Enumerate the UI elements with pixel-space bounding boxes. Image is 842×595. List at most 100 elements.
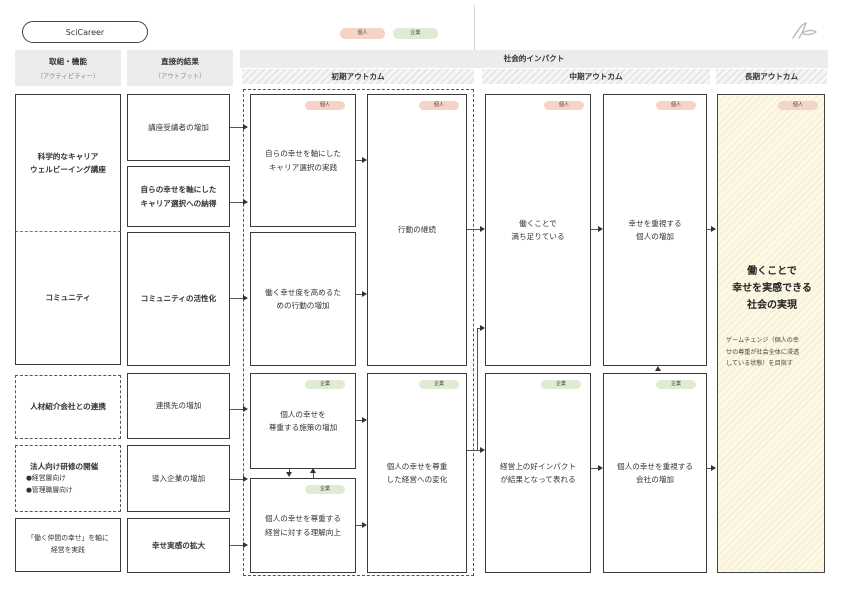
initial-management-change-tag: 企業 xyxy=(419,380,459,389)
initial-outcome-header: 初期アウトカム xyxy=(242,69,474,84)
arrowhead xyxy=(243,124,248,130)
connector-line xyxy=(467,450,480,451)
mid-happiness-companies: 企業 個人の幸せを重視する 会社の増加 xyxy=(603,373,707,573)
output-career-conviction: 自らの幸せを軸にした キャリア選択への納得 xyxy=(127,166,230,227)
arrowhead xyxy=(243,406,248,412)
initial-outcome-title: 初期アウトカム xyxy=(331,72,385,81)
connector-line xyxy=(591,468,598,469)
connector-line xyxy=(356,525,362,526)
activity-career-course: 科学的なキャリア ウェルビーイング講座 xyxy=(15,94,121,231)
initial-respect-measures-tag: 企業 xyxy=(305,380,345,389)
connector-line xyxy=(356,160,362,161)
activity-career-course-label: 科学的なキャリア ウェルビーイング講座 xyxy=(30,151,106,174)
initial-action-continuation-tag: 個人 xyxy=(419,101,459,110)
arrowhead xyxy=(598,226,603,232)
output-partner-increase-label: 連携先の増加 xyxy=(155,401,202,411)
mid-happiness-companies-tag: 企業 xyxy=(656,380,696,389)
initial-management-understanding-tag: 企業 xyxy=(305,485,345,494)
connector-line xyxy=(230,298,243,299)
mid-happiness-individuals-tag: 個人 xyxy=(656,101,696,110)
social-impact-title: 社会的インパクト xyxy=(503,54,565,63)
output-header: 直接的結果 （アウトプット） xyxy=(127,50,233,86)
initial-career-practice: 個人 自らの幸せを軸にした キャリア選択の実践 xyxy=(250,94,356,227)
activity-agency-partnership: 人材紹介会社との連携 xyxy=(15,375,121,439)
activity-community-label: コミュニティ xyxy=(45,293,91,303)
initial-outcome-group xyxy=(243,89,474,576)
arrowhead xyxy=(362,157,367,163)
output-partner-increase: 連携先の増加 xyxy=(127,373,230,439)
activity-header-title: 取組・機能 xyxy=(49,57,87,66)
arrowhead xyxy=(655,366,661,371)
initial-management-change: 企業 個人の幸せを尊重 した経営への変化 xyxy=(367,373,467,573)
legend-individual-tag: 個人 xyxy=(340,28,385,39)
legend-company-tag: 企業 xyxy=(393,28,438,39)
arrowhead xyxy=(243,199,248,205)
connector-line xyxy=(230,409,243,410)
mid-fulfilled-work-tag: 個人 xyxy=(544,101,584,110)
output-adopting-companies: 導入企業の増加 xyxy=(127,445,230,512)
connector-line xyxy=(591,229,598,230)
arrowhead xyxy=(598,465,603,471)
output-header-title: 直接的結果 xyxy=(161,57,199,66)
mid-happiness-individuals: 個人 幸せを重視する 個人の増加 xyxy=(603,94,707,366)
connector-line xyxy=(230,479,243,480)
mid-outcome-header: 中期アウトカム xyxy=(482,69,710,84)
connector-line xyxy=(477,328,478,450)
output-course-participants: 講座受講者の増加 xyxy=(127,94,230,161)
long-outcome-title: 長期アウトカム xyxy=(744,72,799,81)
activity-happy-management-label: 「働く仲間の幸せ」を軸に 経営を実践 xyxy=(27,534,109,554)
arrowhead xyxy=(362,522,367,528)
connector-line xyxy=(707,229,712,230)
initial-career-practice-label: 自らの幸せを軸にした キャリア選択の実践 xyxy=(265,149,341,172)
output-community-activation: コミュニティの活性化 xyxy=(127,232,230,366)
mid-business-impact-label: 経営上の好インパクト が結果となって表れる xyxy=(500,461,576,484)
initial-respect-measures-label: 個人の幸せを 尊重する施策の増加 xyxy=(268,409,338,432)
arrowhead xyxy=(243,295,248,301)
connector-line xyxy=(230,202,243,203)
output-course-participants-label: 講座受講者の増加 xyxy=(148,122,209,132)
training-item-executives: ●経営層向け xyxy=(26,474,66,483)
connector-line xyxy=(477,328,480,329)
mid-happiness-companies-label: 個人の幸せを重視する 会社の増加 xyxy=(617,461,693,484)
social-impact-header: 社会的インパクト xyxy=(240,50,828,68)
divider-line xyxy=(474,5,475,52)
arrowhead xyxy=(711,465,716,471)
mid-business-impact-tag: 企業 xyxy=(541,380,581,389)
initial-action-increase-label: 働く幸せ度を高めるた めの行動の増加 xyxy=(265,287,341,310)
activity-community: コミュニティ xyxy=(15,231,121,365)
activity-header: 取組・機能 （アクティビティー） xyxy=(15,50,121,86)
output-career-conviction-label: 自らの幸せを軸にした キャリア選択への納得 xyxy=(140,185,217,208)
arrowhead xyxy=(480,226,485,232)
initial-management-change-label: 個人の幸せを尊重 した経営への変化 xyxy=(386,461,448,484)
arrowhead xyxy=(711,226,716,232)
activity-agency-partnership-label: 人材紹介会社との連携 xyxy=(30,402,106,412)
mid-happiness-individuals-label: 幸せを重視する 個人の増加 xyxy=(628,218,682,241)
activity-header-sub: （アクティビティー） xyxy=(36,72,100,80)
arrowhead xyxy=(243,542,248,548)
long-outcome-description: ゲームチェンジ（個人の幸 せの尊重が社会全体に浸透 している状態）を目指す xyxy=(726,337,800,368)
initial-management-understanding: 企業 個人の幸せを尊重する 経営に対する理解向上 xyxy=(250,478,356,573)
initial-action-continuation-label: 行動の継続 xyxy=(398,225,436,235)
long-outcome-tag: 個人 xyxy=(778,101,818,110)
brand-name: SciCareer xyxy=(65,27,105,37)
signature-logo-icon xyxy=(792,22,818,39)
mid-business-impact: 企業 経営上の好インパクト が結果となって表れる xyxy=(485,373,591,573)
initial-action-continuation: 個人 行動の継続 xyxy=(367,94,467,366)
mid-outcome-title: 中期アウトカム xyxy=(569,72,623,81)
activity-corporate-training-label: 法人向け研修の開催 xyxy=(30,461,99,471)
output-happiness-expansion-label: 幸せ実感の拡大 xyxy=(151,540,206,550)
arrowhead xyxy=(286,472,292,477)
long-outcome-box: 個人 働くことで 幸せを実感できる 社会の実現 ゲームチェンジ（個人の幸 せの尊… xyxy=(717,94,825,573)
connector-line xyxy=(313,473,314,478)
connector-line xyxy=(356,294,362,295)
connector-line xyxy=(356,420,362,421)
training-item-managers: ●管理職層向け xyxy=(26,485,73,494)
mid-fulfilled-work: 個人 働くことで 満ち足りている xyxy=(485,94,591,366)
output-happiness-expansion: 幸せ実感の拡大 xyxy=(127,518,230,573)
initial-career-practice-tag: 個人 xyxy=(305,101,345,110)
activity-corporate-training: 法人向け研修の開催 ●経営層向け ●管理職層向け xyxy=(15,445,121,512)
connector-line xyxy=(289,469,290,474)
output-header-sub: （アウトプット） xyxy=(154,72,206,80)
output-adopting-companies-label: 導入企業の増加 xyxy=(151,473,206,483)
connector-line xyxy=(467,229,480,230)
